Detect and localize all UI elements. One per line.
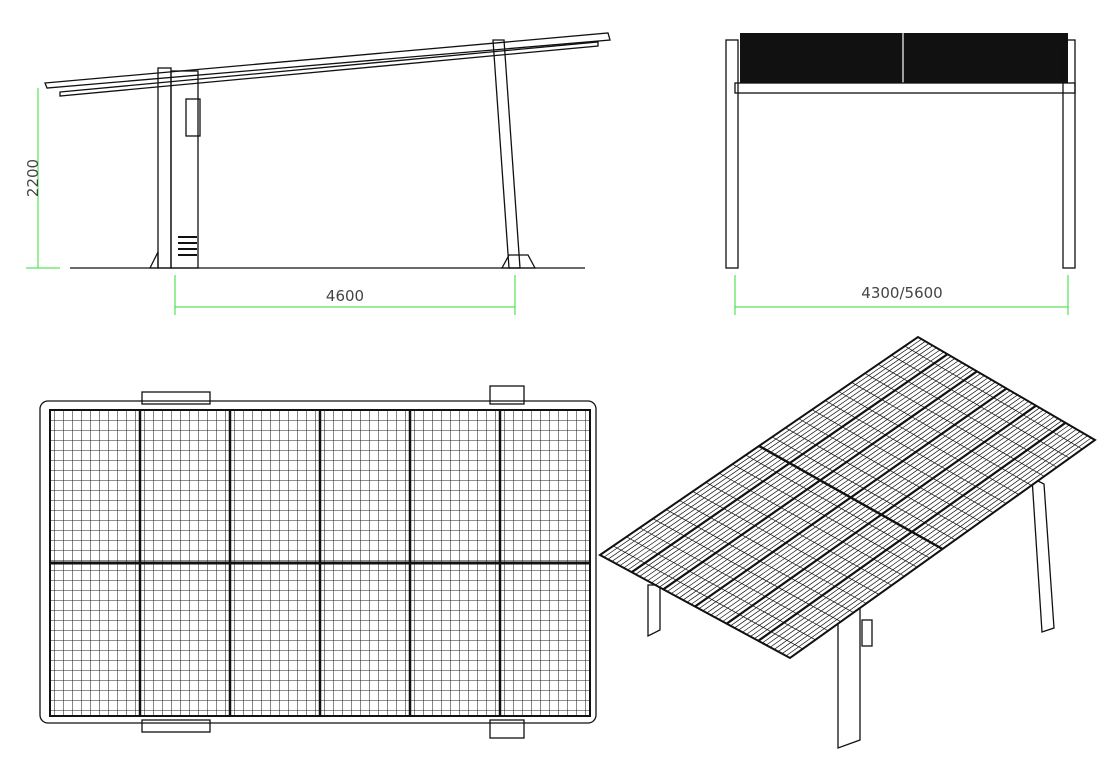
charger-cabinet [170,70,199,269]
cell-line [772,436,956,541]
cell-line [811,409,994,513]
roof-beam [59,41,599,97]
front-beam [734,82,1076,94]
roof-rail [44,32,611,89]
base-gusset [500,254,537,269]
cell-line [613,545,803,650]
cell-line [705,482,892,586]
cell-line [639,527,829,632]
cell-line [891,354,1070,459]
mount-bracket [489,719,525,739]
roof-frame [39,400,597,724]
cell-line [679,500,867,604]
cell-line [785,427,969,532]
cell-line [798,418,981,523]
solar-panel-edge [740,33,1068,83]
cell-line [745,454,930,559]
right-post [1062,39,1076,269]
cell-line [666,509,854,613]
front-view: 4300/5600 [725,33,1076,315]
cell-line [904,345,1083,450]
module-divider [758,444,944,551]
width-dimension-label: 4300/5600 [861,284,942,302]
leg-front-left [647,584,661,638]
charger-display [861,619,873,647]
cell-line [864,373,1045,477]
left-post [725,39,739,269]
mount-bracket [141,719,211,733]
cell-line [851,382,1032,486]
top-view [39,385,597,739]
mount-bracket [141,391,211,405]
base-gusset [148,251,159,269]
module-dividers [50,410,590,716]
span-dimension-label: 4600 [326,287,364,305]
front-post [157,67,172,269]
module-cells [603,338,1092,657]
cell-line [825,400,1007,504]
iso-view [598,335,1097,749]
cell-line [878,363,1058,468]
vent-slots [178,236,197,256]
cell-line [732,463,918,568]
solar-array [598,335,1097,660]
cell-line [838,391,1019,495]
mount-bracket [489,385,525,405]
charger-post [837,603,861,749]
rear-post [492,39,521,269]
leg-rear-right [1031,476,1055,633]
cell-line [719,472,905,577]
charger-display [185,98,201,137]
cell-line [692,491,880,595]
cell-line [626,536,816,641]
side-view: 2200 4600 [24,32,611,315]
cell-line [652,518,842,622]
height-dimension-label: 2200 [24,159,42,197]
